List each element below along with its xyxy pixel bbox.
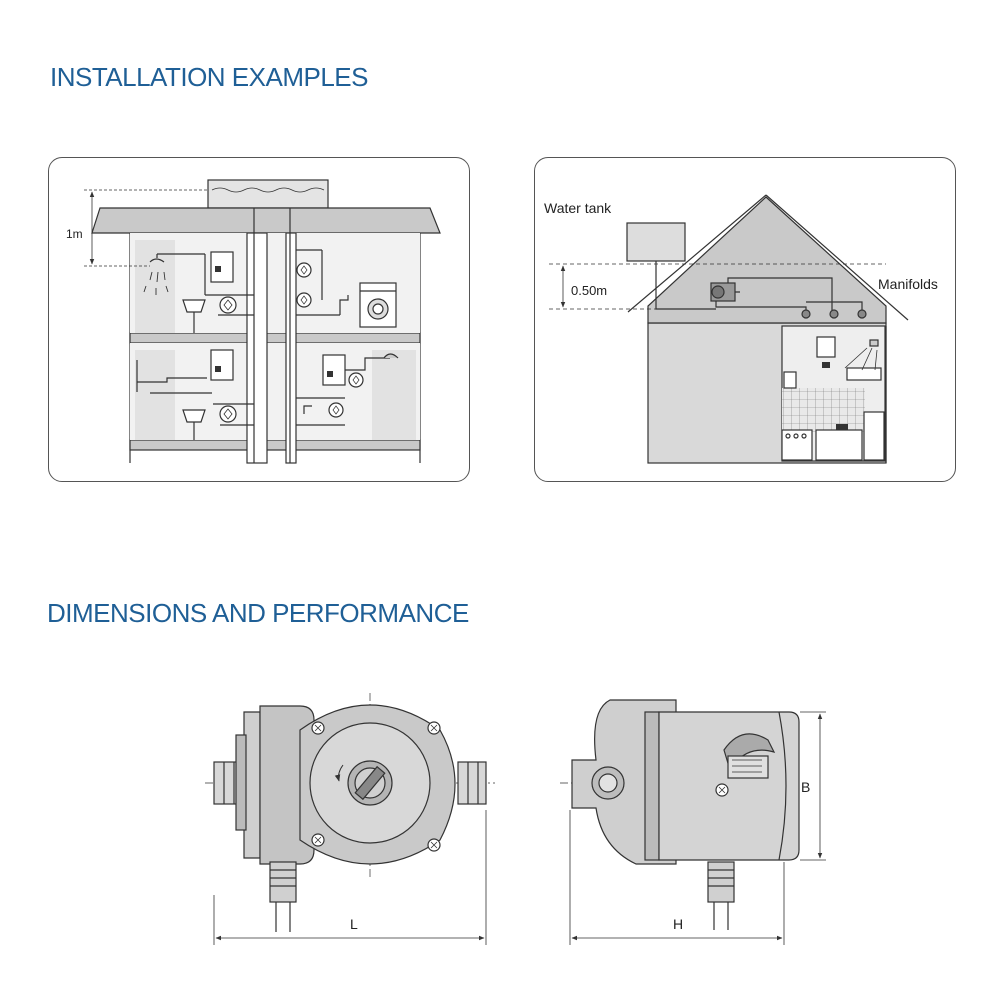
front-flange xyxy=(235,734,247,831)
dimension-label-l: L xyxy=(350,916,358,932)
pump-front-view xyxy=(205,693,495,945)
pump-side-view xyxy=(560,699,826,945)
height-label-050m: 0.50m xyxy=(571,283,607,298)
outlet-connector xyxy=(457,761,487,805)
house-diagram-1 xyxy=(84,179,441,464)
dimension-label-b: B xyxy=(801,779,810,795)
sink-icon-lower xyxy=(182,409,206,423)
manifolds-label: Manifolds xyxy=(878,276,938,292)
manifold-valve-2 xyxy=(829,309,839,319)
cable-gland xyxy=(269,861,297,903)
power-cable xyxy=(275,902,291,932)
middle-floor xyxy=(129,332,421,344)
roof-water-tank xyxy=(207,179,329,209)
dimensions-performance-heading: DIMENSIONS AND PERFORMANCE xyxy=(47,598,469,628)
fridge xyxy=(863,411,885,461)
kitchen-tiles xyxy=(782,388,865,432)
shower-spray-icon xyxy=(143,271,169,295)
dimension-label-h: H xyxy=(673,916,683,932)
pump-icon-lower-right-1 xyxy=(348,372,364,388)
range-hood xyxy=(846,367,882,381)
rotation-arrow-icon xyxy=(334,764,344,782)
water-heater-upper-left xyxy=(210,251,234,283)
pump-icon-upper-left xyxy=(219,296,237,314)
manifold-valve-1 xyxy=(801,309,811,319)
side-power-cable xyxy=(713,902,729,930)
water-heater-lower-right xyxy=(322,354,346,386)
side-cable-gland xyxy=(707,861,735,903)
kitchen-shower-spray xyxy=(844,347,878,371)
water-tank xyxy=(626,222,686,262)
sink-icon-upper xyxy=(182,299,206,313)
roof xyxy=(91,207,441,234)
stove xyxy=(781,429,813,461)
height-label-1m: 1m xyxy=(66,227,83,241)
pump-icon-lower-left xyxy=(219,405,237,423)
installation-examples-heading: INSTALLATION EXAMPLES xyxy=(50,62,368,92)
screwdriver-slot xyxy=(354,765,386,801)
faucet-icon-lower xyxy=(303,405,312,414)
pump-icon-upper-right-1 xyxy=(296,262,312,278)
ground-floor xyxy=(129,439,421,451)
water-heater-lower-left xyxy=(210,349,234,381)
kitchen-shelf xyxy=(783,371,797,389)
pump-icon-lower-right-2 xyxy=(328,402,344,418)
shower-head-icon-lower xyxy=(383,353,399,359)
water-tank-label: Water tank xyxy=(544,200,612,216)
kitchen-window xyxy=(816,336,836,358)
house-diagram-2 xyxy=(549,194,909,464)
manifold-valve-3 xyxy=(857,309,867,319)
pump-icon-upper-right-2 xyxy=(296,292,312,308)
side-motor-body xyxy=(658,711,800,861)
attic xyxy=(647,196,887,324)
kitchen-cabinet xyxy=(815,429,863,461)
